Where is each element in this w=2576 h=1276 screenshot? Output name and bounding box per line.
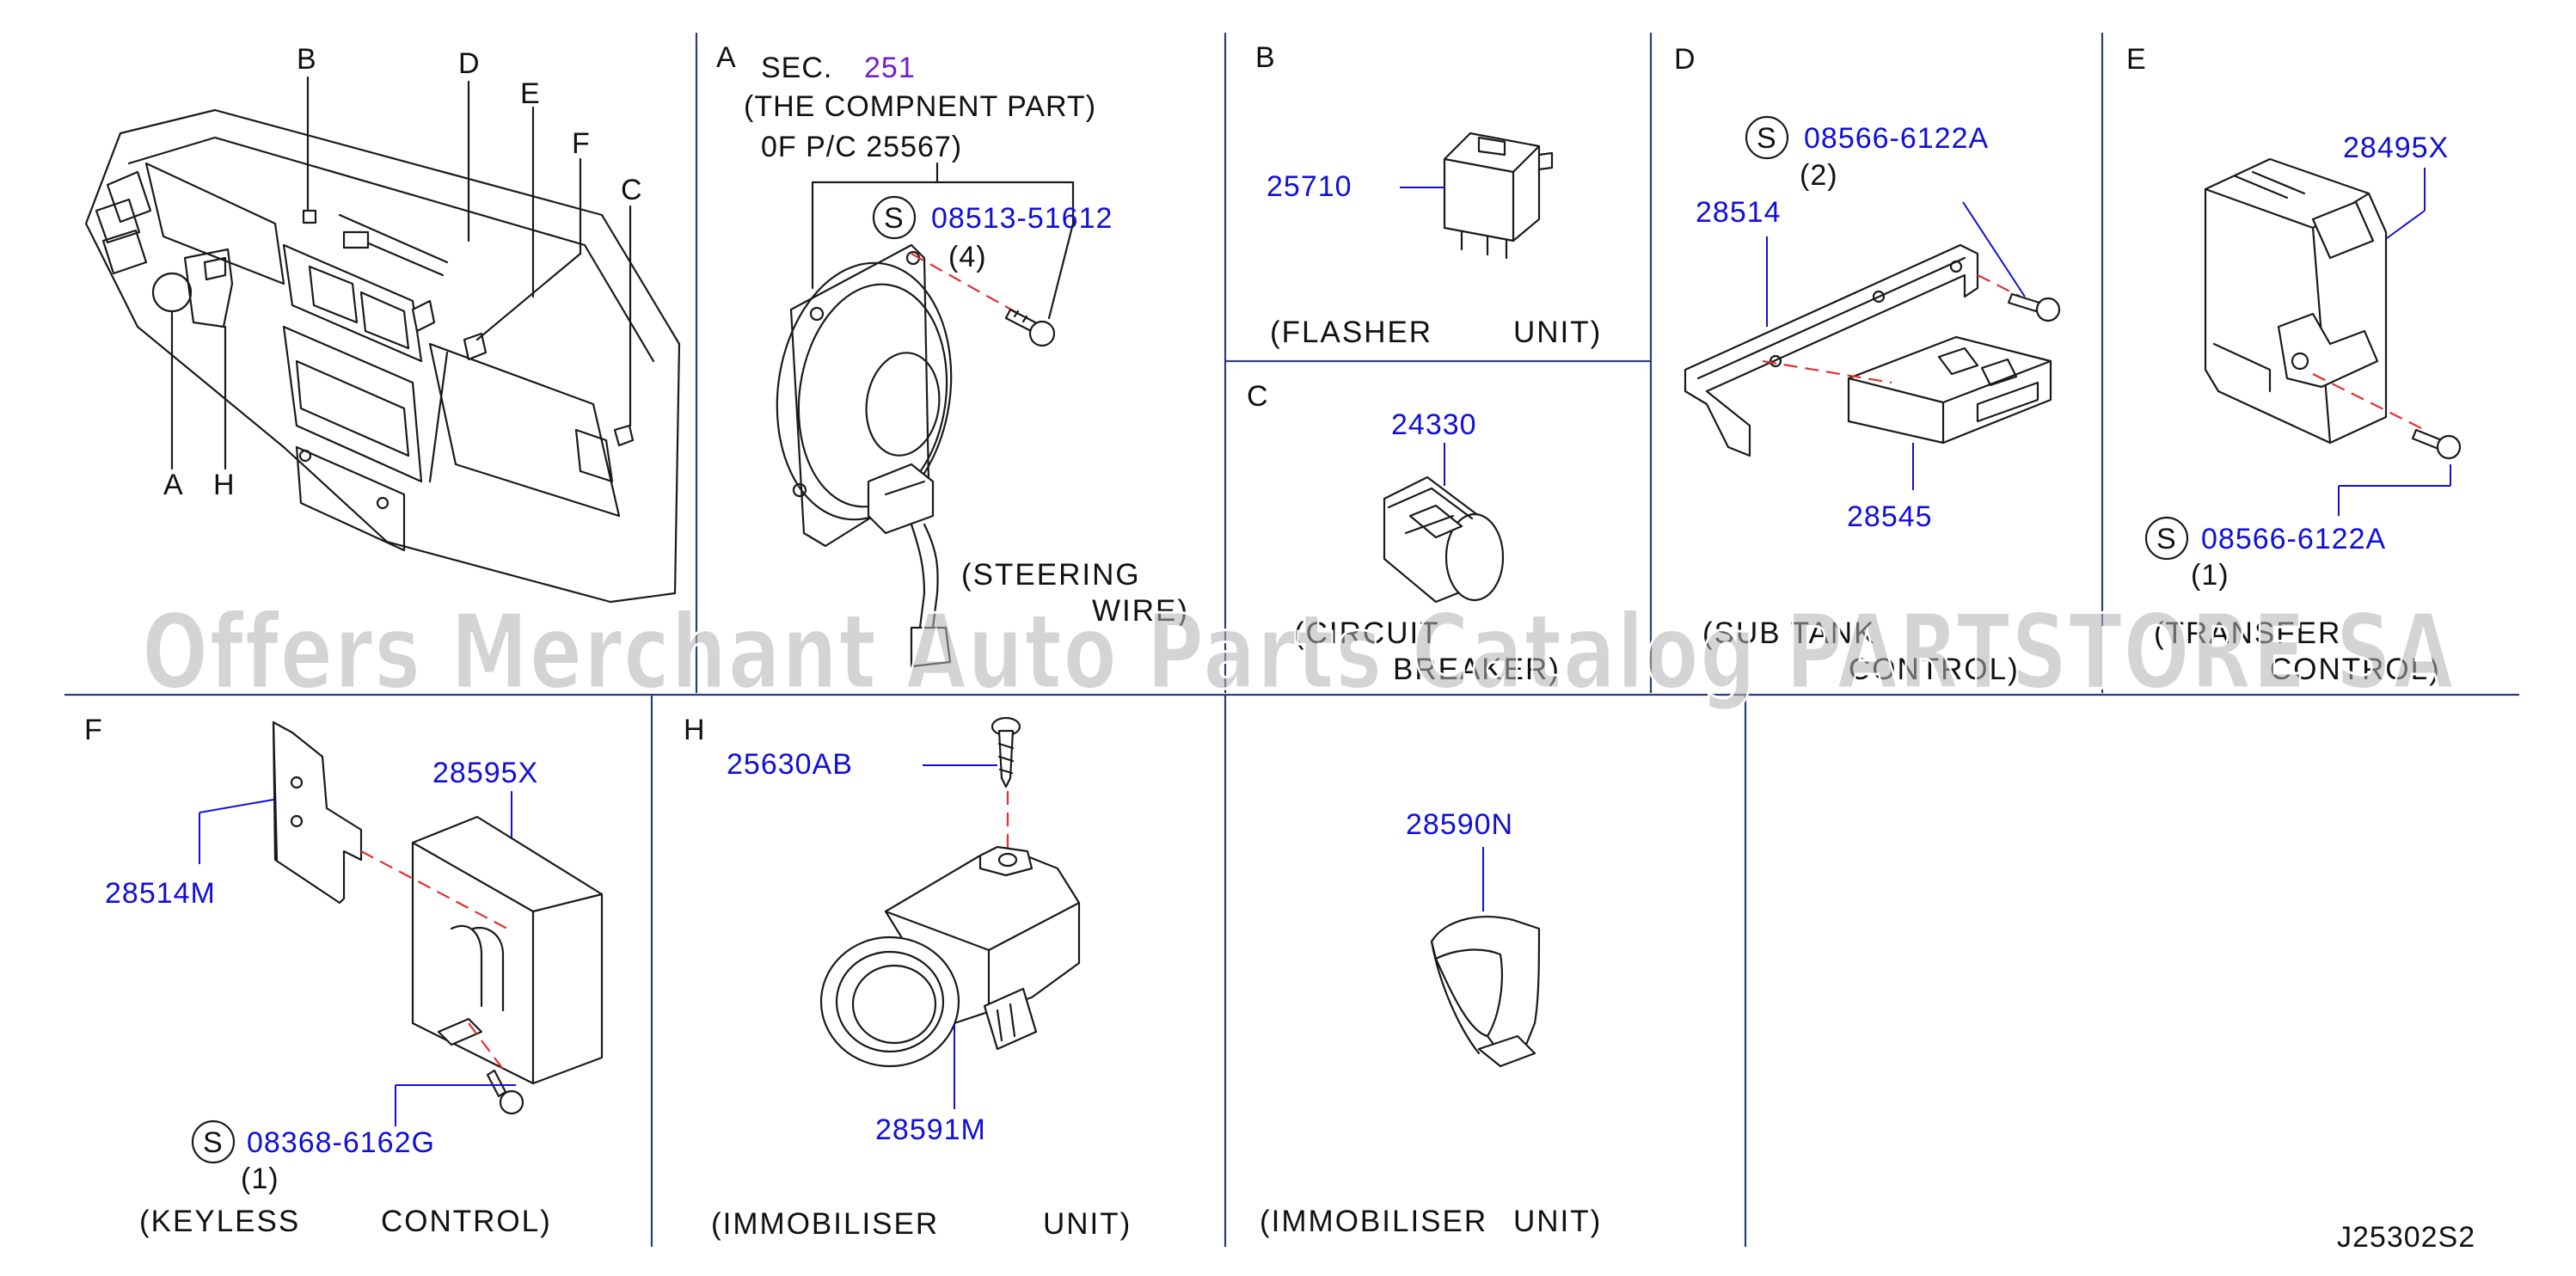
panel-c-part: 24330 <box>1391 408 1477 441</box>
panel-d-screw-part: 08566-6122A <box>1804 122 1989 155</box>
overview-label-b: B <box>297 43 317 76</box>
panel-f-letter: F <box>84 714 103 746</box>
panel-grid <box>64 33 2519 1247</box>
panel-a-screw-drawing <box>1004 308 1056 347</box>
panel-f-screw-part: 08368-6162G <box>247 1126 435 1159</box>
panel-f-screw-symbol-circle <box>191 1120 236 1164</box>
panel-f-caption-right: CONTROL) <box>381 1205 552 1238</box>
panel-d-screw-symbol: S <box>1757 122 1777 155</box>
panel-a-note-line2: 0F P/C 25567) <box>761 131 962 163</box>
panel-f-screw-qty: (1) <box>241 1163 279 1195</box>
panel-d-screw-qty: (2) <box>1800 159 1838 192</box>
panel-a-caption-line2: WIRE) <box>1092 594 1189 628</box>
overview-label-h: H <box>213 469 236 501</box>
panel-a-screw-qty: (4) <box>948 241 987 273</box>
panel-a-steering-wire: A SEC. 251 (THE COMPNENT PART) 0F P/C 25… <box>716 41 1189 668</box>
keyless-unit-drawing <box>411 815 604 1085</box>
panel-a-screw-symbol: S <box>884 202 905 235</box>
panel-d-unit-part: 28545 <box>1847 500 1933 533</box>
panel-h-unit-part: 28591M <box>875 1113 986 1146</box>
panel-b-flasher-unit: B 25710 (FLASHER UNIT) <box>1255 41 1602 349</box>
spiral-cable-drawing <box>776 243 953 668</box>
panel-e-letter: E <box>2126 43 2147 76</box>
panel-e-screw-drawing <box>2411 428 2462 460</box>
diagram-code: J25302S2 <box>2337 1221 2475 1254</box>
panel-c-caption-line1: (CIRCUIT <box>1294 617 1440 650</box>
panel-d-screw-symbol-circle <box>1745 115 1789 160</box>
panel-e-caption-line1: (TRANSFER <box>2154 617 2341 650</box>
overview-label-a: A <box>163 469 184 501</box>
panel-e-screw-symbol-circle <box>2144 516 2189 561</box>
panel-h-caption-left: (IMMOBILISER <box>711 1207 939 1241</box>
panel-c-letter: C <box>1247 380 1269 413</box>
panel-f-bracket-centerline <box>360 850 508 929</box>
panel-a-screw-part: 08513-51612 <box>931 202 1113 235</box>
panel-a-letter: A <box>716 41 737 74</box>
overview-label-d: D <box>458 47 481 80</box>
panel-f-screw-drawing <box>486 1069 524 1115</box>
overview-leaders <box>170 76 632 470</box>
panel-f-bracket-part: 28514M <box>105 877 216 910</box>
panel-h-immobiliser-unit: H 25630AB 28591M (IMMOBILISER UNIT) <box>684 714 1132 1241</box>
panel-d-bracket-part: 28514 <box>1696 196 1782 229</box>
keyless-bracket-drawing <box>272 721 363 905</box>
immobiliser-ignition-drawing <box>819 845 1081 1068</box>
panel-e-unit-part: 28495X <box>2343 132 2449 164</box>
panel-a-sec-label: SEC. <box>761 52 832 84</box>
panel-f-screw-symbol: S <box>203 1126 224 1159</box>
panel-a-note-line1: (THE COMPNENT PART) <box>744 90 1096 123</box>
flasher-relay-drawing <box>1443 132 1554 260</box>
panel-f-unit-part: 28595X <box>432 757 538 789</box>
panel-a-sec-number: 251 <box>864 52 916 84</box>
sub-tank-bracket-drawing <box>1684 243 1979 457</box>
panel-i-caption-left: (IMMOBILISER <box>1260 1205 1487 1238</box>
panel-e-transfer-control: E 28495X S 08566-6122A (1) (TRANSFER CON… <box>2126 43 2462 686</box>
panel-h-screw-drawing <box>991 716 1021 788</box>
watermark: Offers Merchant Auto Parts Catalog PARTS… <box>142 593 2455 713</box>
panel-d-sub-tank-control: D S 08566-6122A (2) 28514 28545 <box>1674 43 2061 686</box>
sub-tank-unit-drawing <box>1847 335 2052 445</box>
instrument-panel-overview: B D E F C A H <box>84 43 681 604</box>
panel-d-screw-centerline <box>1762 359 1892 384</box>
panel-a-screw-symbol-circle <box>872 195 917 240</box>
panel-b-caption-left: (FLASHER <box>1270 316 1432 349</box>
overview-label-f: F <box>572 127 591 160</box>
panel-i-caption-right: UNIT) <box>1513 1205 1602 1238</box>
panel-b-letter: B <box>1255 41 1276 74</box>
dashboard-drawing <box>84 108 681 604</box>
transfer-control-unit-drawing <box>2204 157 2388 445</box>
panel-h-letter: H <box>684 714 706 746</box>
panel-d-letter: D <box>1674 43 1696 76</box>
panel-e-caption-line2: CONTROL) <box>2270 653 2441 686</box>
overview-label-c: C <box>621 174 643 206</box>
panel-b-part: 25710 <box>1267 170 1352 203</box>
panel-e-screw-part: 08566-6122A <box>2201 523 2386 555</box>
panel-d-screw-drawing <box>2007 292 2061 322</box>
immobiliser-ring-drawing <box>1430 916 1541 1068</box>
panel-f-caption-left: (KEYLESS <box>139 1205 300 1238</box>
overview-label-e: E <box>520 77 541 110</box>
panel-h-caption-right: UNIT) <box>1043 1207 1132 1241</box>
panel-e-screw-symbol: S <box>2156 523 2177 555</box>
panel-d-caption-line1: (SUB TANK <box>1702 617 1875 650</box>
panel-d-caption-line2: CONTROL) <box>1849 653 2020 686</box>
panel-c-circuit-breaker: C 24330 (CIRCUIT BREAKER) <box>1247 380 1561 686</box>
panel-a-caption-line1: (STEERING <box>961 558 1141 592</box>
panel-e-screw-qty: (1) <box>2191 559 2229 592</box>
panel-i-part: 28590N <box>1406 808 1513 841</box>
panel-h-screw-part: 25630AB <box>727 748 853 781</box>
panel-immobiliser-ring: 28590N (IMMOBILISER UNIT) <box>1260 808 1602 1238</box>
circuit-breaker-drawing <box>1383 475 1505 604</box>
panel-b-caption-right: UNIT) <box>1513 316 1602 349</box>
panel-c-caption-line2: BREAKER) <box>1393 653 1561 686</box>
panel-f-keyless-control: F 28514M 28595X S 08368-6162G (1) <box>84 714 604 1238</box>
